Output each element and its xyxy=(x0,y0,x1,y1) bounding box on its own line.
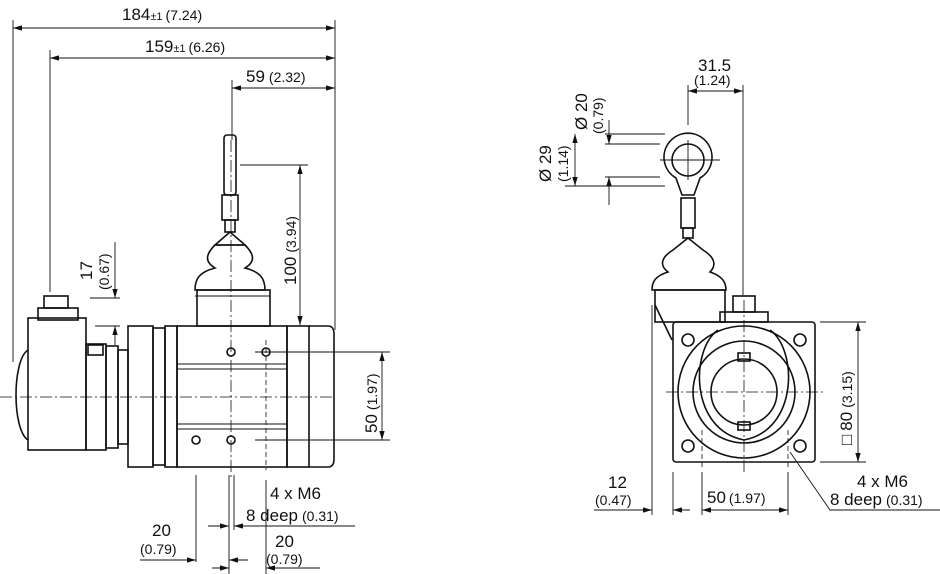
mount-hole xyxy=(793,333,807,347)
svg-text:50(1.97): 50(1.97) xyxy=(707,488,766,507)
front-body xyxy=(666,295,825,472)
svg-text:(0.79): (0.79) xyxy=(140,541,177,557)
dim-hole-spacing-vertical: 50(1.97) xyxy=(255,351,390,441)
svg-text:Ø 29: Ø 29 xyxy=(536,145,555,182)
mount-hole xyxy=(793,439,807,453)
front-view: 31.5 (1.24) Ø 20 (0.79) Ø 29 (1.14) xyxy=(536,56,940,515)
svg-text:159±1(6.26): 159±1(6.26) xyxy=(145,37,225,56)
svg-text:31.5: 31.5 xyxy=(698,56,731,75)
svg-text:100(3.94): 100(3.94) xyxy=(281,216,300,285)
dim-cable-height: 100(3.94) xyxy=(240,164,308,325)
dim-edge-offset: 12 (0.47) xyxy=(594,305,690,515)
svg-text:Ø 20: Ø 20 xyxy=(572,93,591,130)
svg-text:8 deep(0.31): 8 deep(0.31) xyxy=(830,490,923,509)
svg-text:4 x M6: 4 x M6 xyxy=(270,484,321,503)
svg-text:(0.79): (0.79) xyxy=(266,551,303,567)
svg-text:8 deep(0.31): 8 deep(0.31) xyxy=(246,506,339,525)
svg-text:(0.47): (0.47) xyxy=(595,492,632,508)
dim-ring-diameters: Ø 20 (0.79) Ø 29 (1.14) xyxy=(536,93,665,205)
svg-text:17: 17 xyxy=(77,261,96,280)
svg-text:□80(3.15): □80(3.15) xyxy=(837,371,856,445)
svg-text:(1.14): (1.14) xyxy=(555,145,571,182)
thread-spec-side: 4 x M6 8 deep(0.31) xyxy=(195,475,355,574)
svg-text:59(2.32): 59(2.32) xyxy=(246,67,306,86)
mount-hole xyxy=(191,435,201,445)
svg-text:184±1(7.24): 184±1(7.24) xyxy=(122,5,202,24)
svg-text:50(1.97): 50(1.97) xyxy=(362,374,381,434)
pull-ring xyxy=(651,132,727,341)
encoder-housing xyxy=(15,295,129,451)
dim-hole-pitch-right: 20 (0.79) xyxy=(212,532,320,571)
mount-hole xyxy=(681,439,695,453)
svg-text:4 x M6: 4 x M6 xyxy=(857,472,908,491)
connector-icon xyxy=(43,295,69,309)
dim-length-to-mount: 159±1(6.26) xyxy=(50,37,335,61)
dim-connector-height: 17 (0.67) xyxy=(77,242,120,345)
svg-text:12: 12 xyxy=(608,473,627,492)
dim-overall-length: 184±1(7.24) xyxy=(13,5,335,31)
svg-text:(0.67): (0.67) xyxy=(96,253,112,290)
svg-text:20: 20 xyxy=(152,521,171,540)
svg-text:(0.79): (0.79) xyxy=(590,97,606,134)
svg-text:(1.24): (1.24) xyxy=(694,72,731,88)
side-view: 184±1(7.24) 159±1(6.26) 59(2.32) 100(3.9… xyxy=(0,5,390,574)
mount-hole xyxy=(681,333,695,347)
dim-hole-spacing-front: 50(1.97) xyxy=(701,472,789,515)
wire-cable-assembly xyxy=(194,134,271,327)
dim-cable-offset: 59(2.32) xyxy=(232,67,335,91)
main-body xyxy=(0,140,335,480)
thread-spec-front: 4 x M6 8 deep(0.31) xyxy=(789,451,940,511)
dim-cable-offset-front: 31.5 (1.24) xyxy=(687,56,744,295)
dim-hole-pitch-left: 20 (0.79) xyxy=(140,521,248,563)
svg-text:20: 20 xyxy=(275,532,294,551)
dim-square-size: □80(3.15) xyxy=(820,321,866,463)
